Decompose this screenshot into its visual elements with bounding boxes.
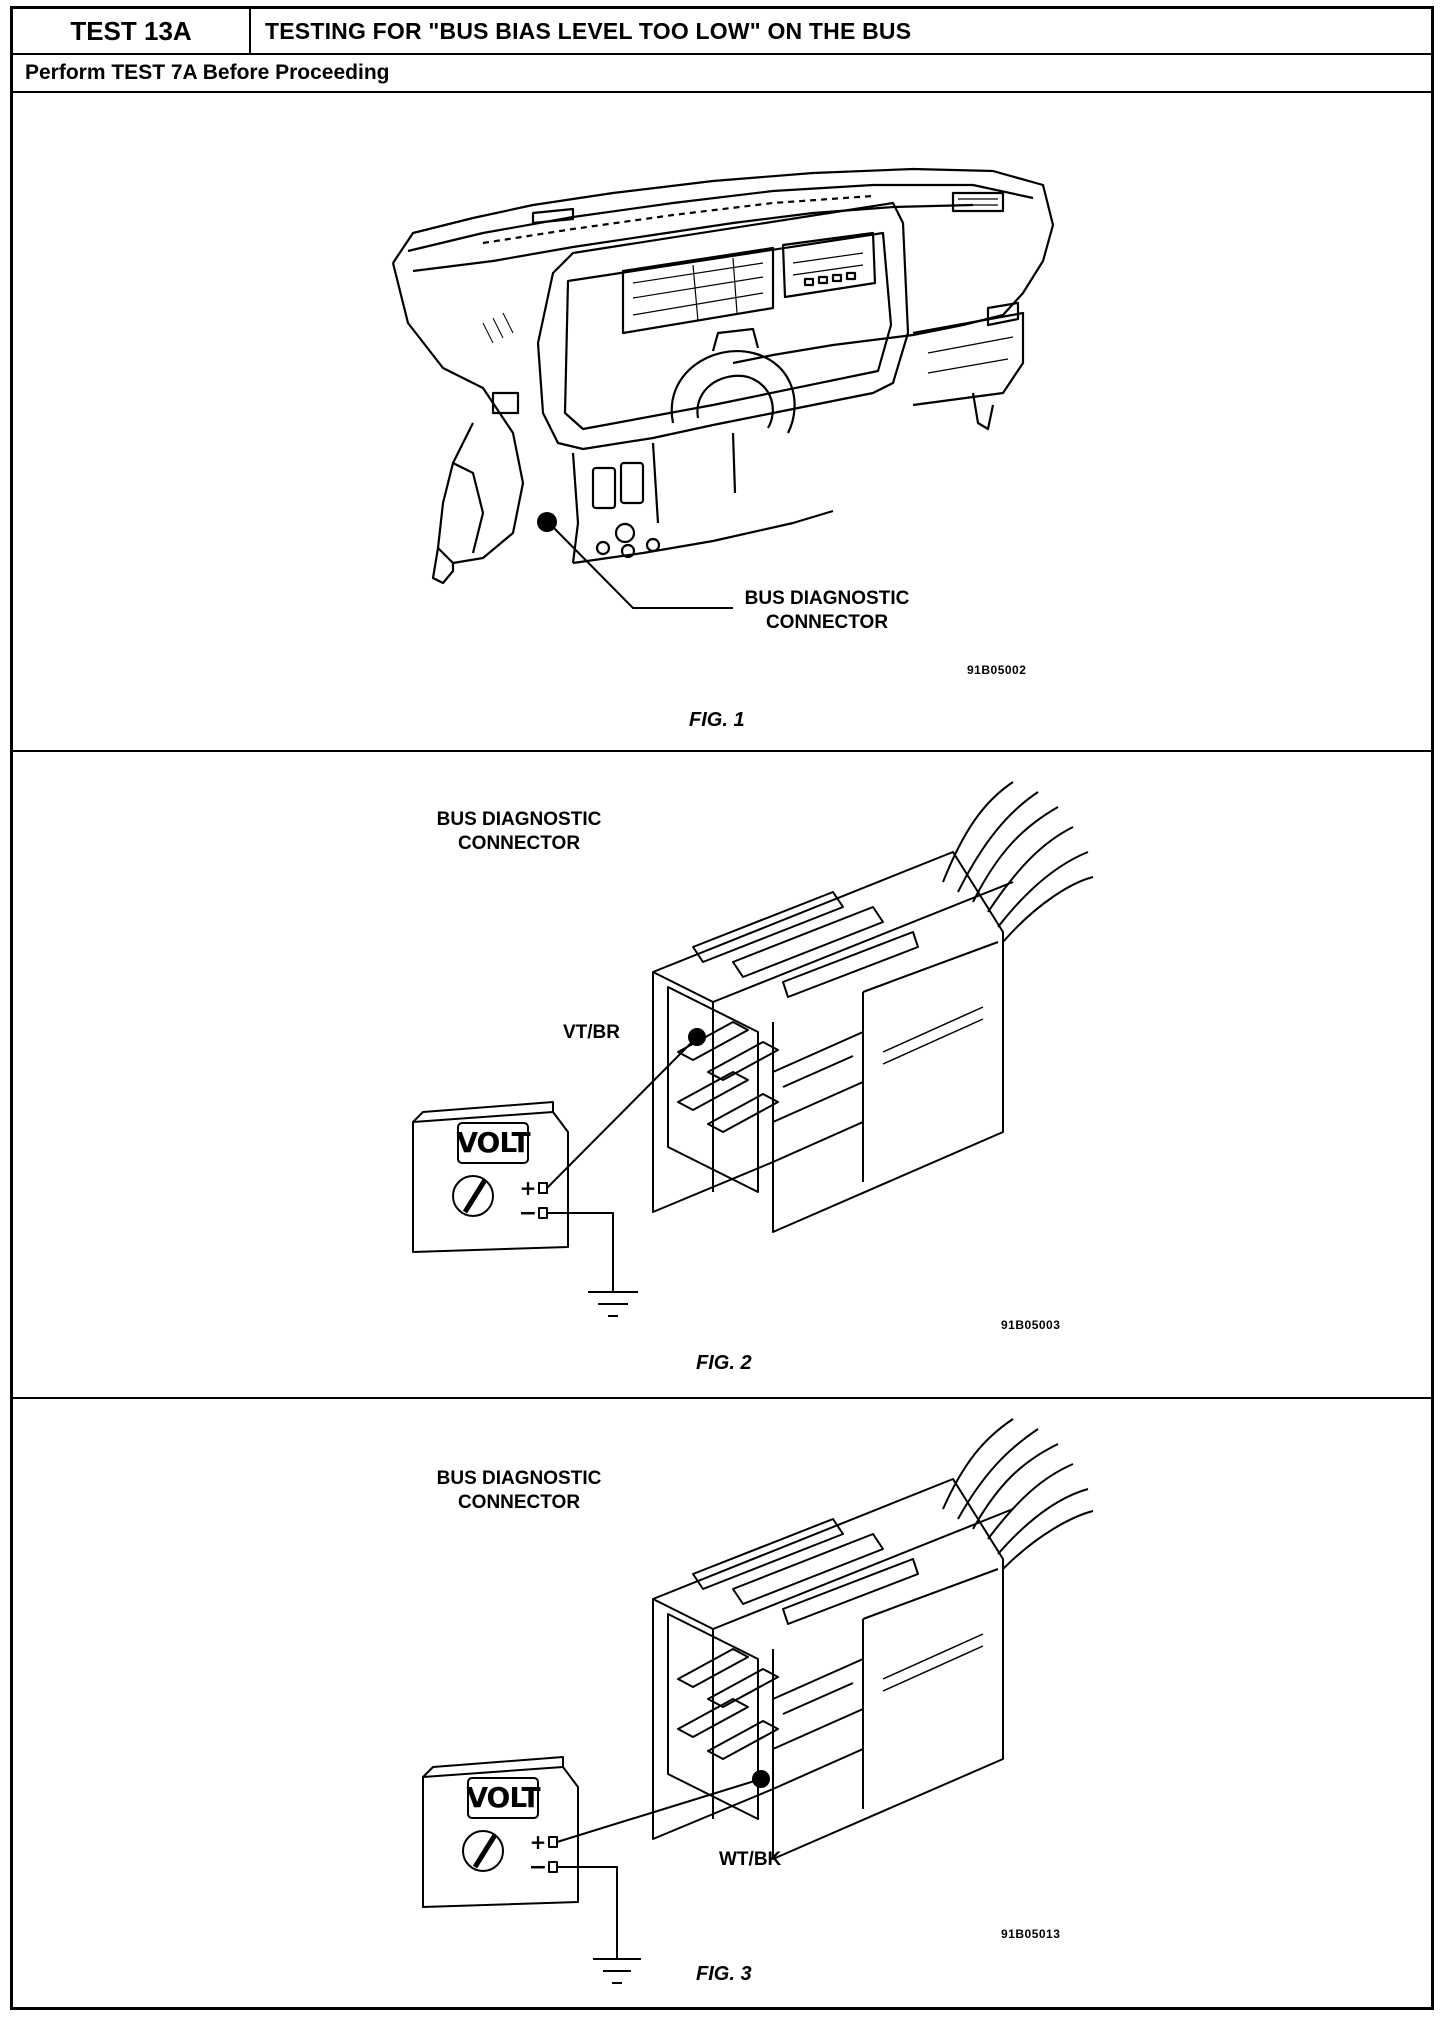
test-sheet: TEST 13A TESTING FOR "BUS BIAS LEVEL TOO… [10,6,1434,2010]
meter-label: VOLT [456,1126,530,1159]
figure-3-caption: FIG. 3 [696,1963,752,1985]
figure-2-wire-label: VT/BR [563,1022,620,1043]
instrument-panel-illustration [391,167,1055,609]
connector-diagram-2: VOLT + − [412,781,1094,1317]
figure-3-wire-label: WT/BK [719,1849,782,1870]
prerequisite-text: Perform TEST 7A Before Proceeding [25,61,390,84]
figure-3-title: BUS DIAGNOSTIC CONNECTOR [419,1467,619,1515]
test-title: TESTING FOR "BUS BIAS LEVEL TOO LOW" ON … [265,18,912,44]
figure-1-callout-line-2: CONNECTOR [765,612,889,633]
connector-location-dot [537,512,557,532]
minus-terminal-label: − [529,1855,547,1880]
figure-3-code: 91B05013 [1001,1927,1061,1941]
figure-1-callout-line-1: BUS DIAGNOSTIC [744,588,910,609]
minus-terminal-label: − [519,1201,537,1226]
wt-bk-pin-dot [752,1770,770,1788]
figure-3-panel: VOLT + − BUS DIAGNOSTIC CONNECTOR WT/BK … [13,1399,1431,2007]
figure-1-callout: BUS DIAGNOSTIC CONNECTOR [727,587,927,635]
figure-2-title: BUS DIAGNOSTIC CONNECTOR [419,808,619,856]
vt-br-pin-dot [688,1028,706,1046]
figure-3-title-line-2: CONNECTOR [457,1492,581,1513]
figure-2-title-line-1: BUS DIAGNOSTIC [436,809,602,830]
figure-1-code: 91B05002 [967,663,1027,677]
figure-3-title-line-1: BUS DIAGNOSTIC [436,1468,602,1489]
figure-2-caption: FIG. 2 [696,1352,752,1374]
plus-terminal-label: + [530,1830,547,1854]
header-row: TEST 13A TESTING FOR "BUS BIAS LEVEL TOO… [13,9,1431,55]
plus-terminal-label: + [520,1176,537,1200]
figure-1-caption: FIG. 1 [689,709,745,731]
figure-1-panel: BUS DIAGNOSTIC CONNECTOR 91B05002 FIG. 1 [13,93,1431,752]
test-id: TEST 13A [13,9,251,53]
figure-2-title-line-2: CONNECTOR [457,833,581,854]
prerequisite-row: Perform TEST 7A Before Proceeding [13,55,1431,93]
meter-label: VOLT [466,1781,540,1814]
figure-2-code: 91B05003 [1001,1318,1061,1332]
figure-2-panel: VOLT + − BUS DIAGNOSTIC CONNECTOR VT/BR … [13,752,1431,1399]
connector-diagram-3: VOLT + − [422,1418,1094,1984]
